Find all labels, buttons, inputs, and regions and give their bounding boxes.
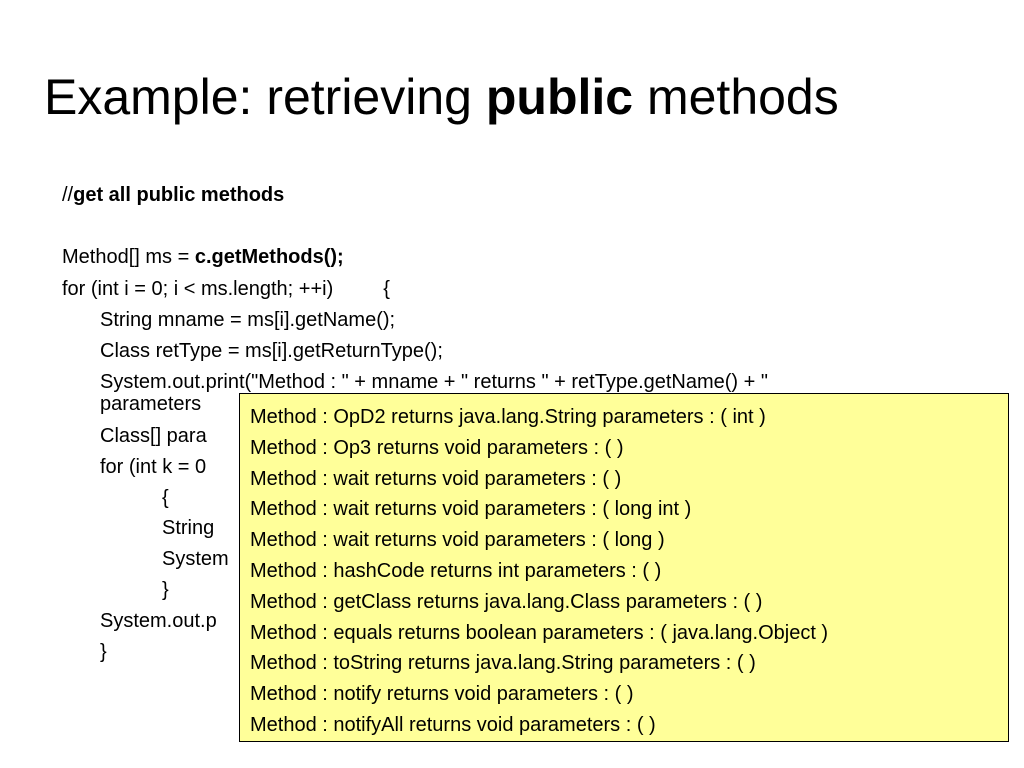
output-line: Method : wait returns void parameters : …: [250, 529, 665, 552]
output-line: Method : OpD2 returns java.lang.String p…: [250, 406, 766, 428]
code-line: System.out.p: [100, 610, 217, 632]
output-callout: Method : OpD2 returns java.lang.String p…: [239, 393, 1009, 742]
code-line: System: [162, 548, 229, 570]
title-text: Example: retrieving: [44, 69, 486, 125]
code-line: System.out.print("Method : " + mname + "…: [100, 371, 768, 393]
code-line: Method[] ms = c.getMethods();: [62, 245, 344, 269]
title-bold-text: public: [485, 69, 634, 125]
code-comment: //get all public methods: [62, 183, 284, 207]
code-line: for (int k = 0: [100, 456, 207, 478]
output-line: Method : notify returns void parameters …: [250, 683, 634, 706]
code-text: Method[] ms =: [62, 246, 195, 268]
code-line: }: [162, 579, 169, 601]
code-line: }: [100, 641, 107, 663]
output-line: Method : notifyAll returns void paramete…: [250, 713, 656, 736]
code-line: Class retType = ms[i].getReturnType();: [100, 340, 443, 362]
code-line: Class[] para: [100, 425, 207, 447]
output-line: Method : wait returns void parameters : …: [250, 467, 622, 490]
code-line: {: [162, 487, 169, 509]
code-line: parameters: [100, 393, 202, 415]
code-bold-text: c.getMethods();: [194, 246, 344, 268]
code-line: String mname = ms[i].getName();: [100, 309, 396, 331]
slide-title: Example: retrieving public methods: [44, 62, 839, 132]
output-line: Method : hashCode returns int parameters…: [250, 559, 662, 582]
title-text-end: methods: [633, 69, 839, 125]
code-line: String: [162, 517, 215, 539]
output-line: Method : equals returns boolean paramete…: [250, 621, 829, 644]
code-line: for (int i = 0; i < ms.length; ++i) {: [62, 278, 390, 300]
output-line: Method : Op3 returns void parameters : (…: [250, 436, 624, 459]
output-line: Method : toString returns java.lang.Stri…: [250, 652, 756, 675]
output-line: Method : wait returns void parameters : …: [250, 498, 692, 521]
comment-text: get all public methods: [73, 184, 285, 206]
output-line: Method : getClass returns java.lang.Clas…: [250, 590, 763, 613]
comment-slashes: //: [62, 184, 74, 206]
